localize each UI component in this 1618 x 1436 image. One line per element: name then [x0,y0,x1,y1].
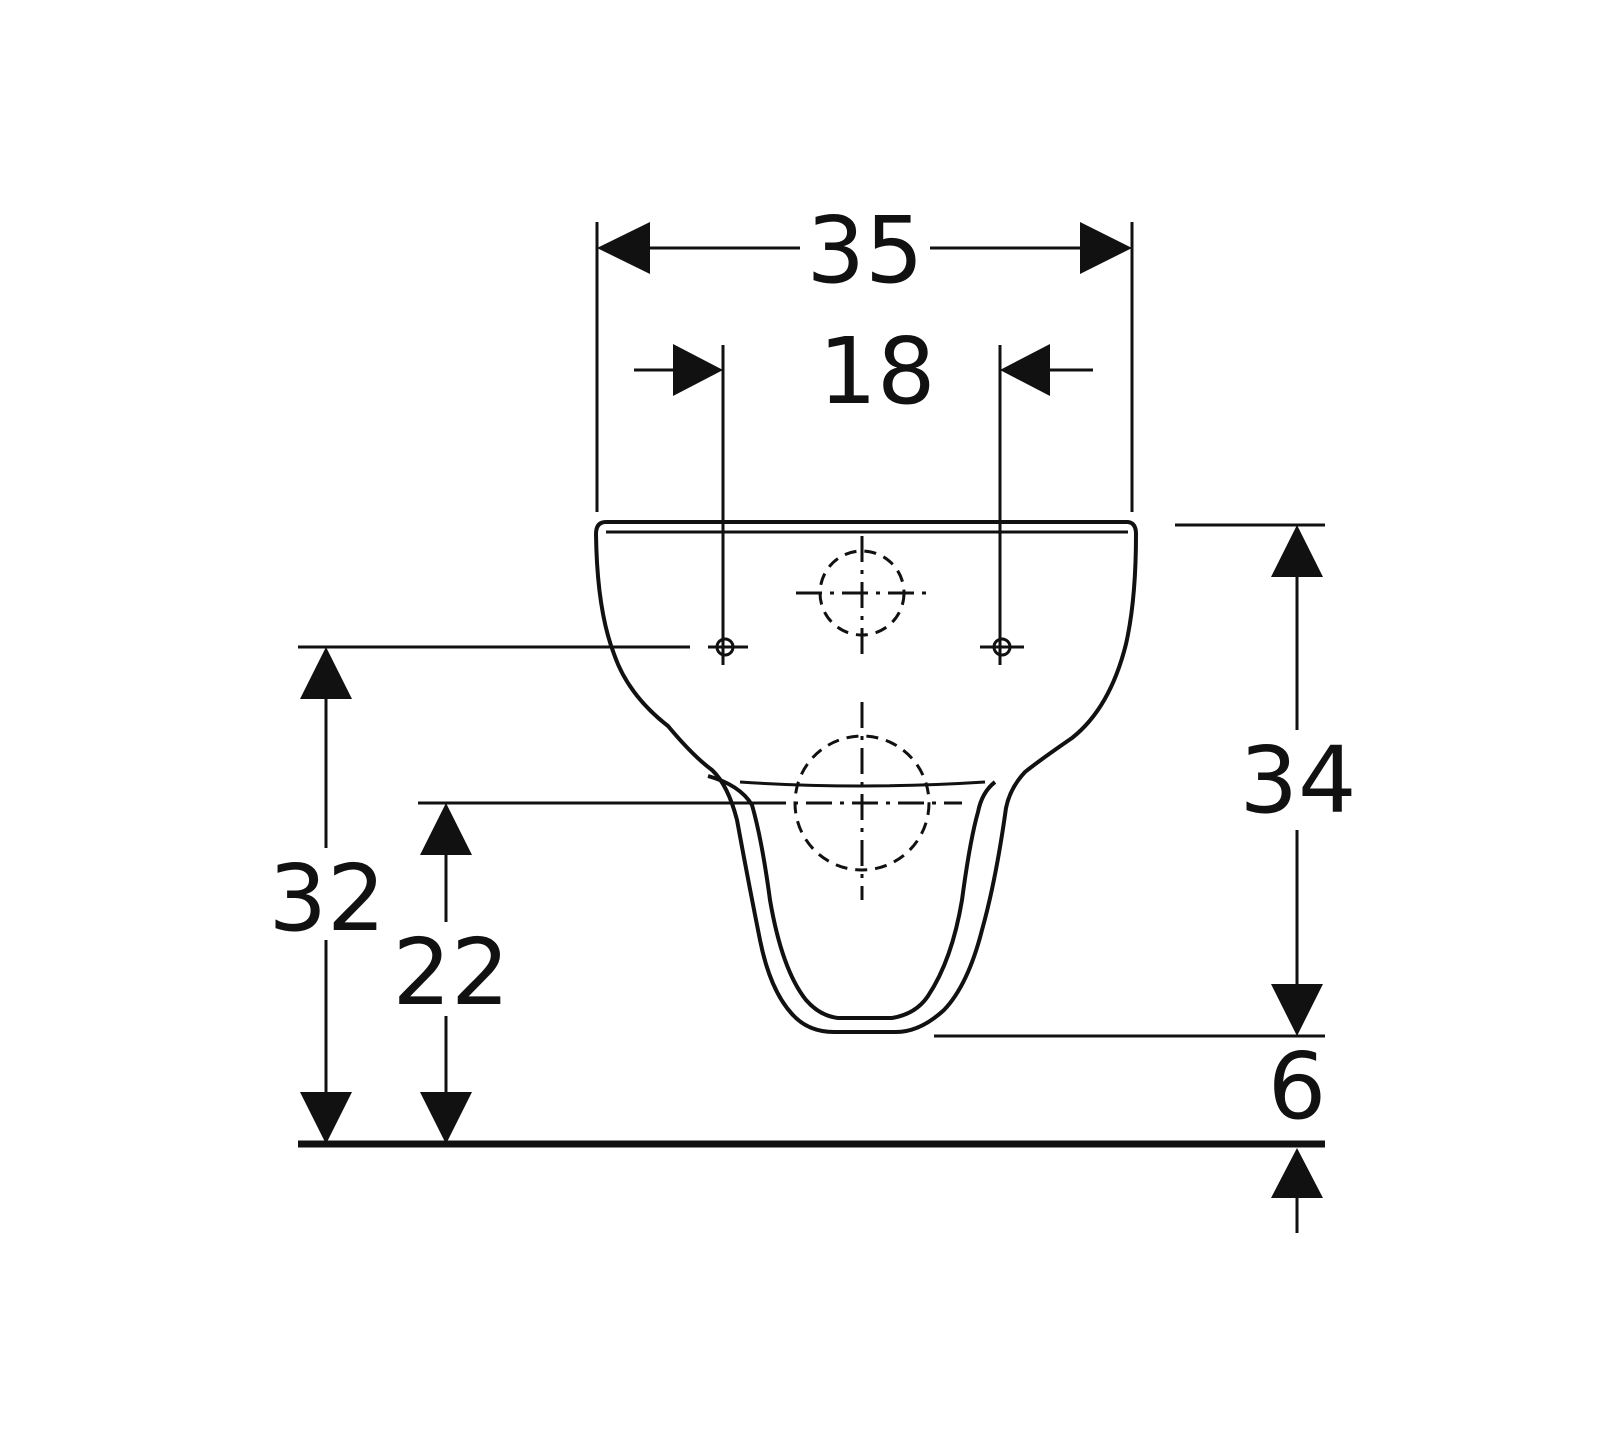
basin-outline [593,520,1139,1034]
fixing-point-left [708,637,748,657]
dimension-label-22: 22 [392,919,509,1026]
dimension-overall-width: 35 [595,197,1134,512]
dimension-fixing-height: 32 [268,647,386,1144]
waste-outlet [760,702,962,900]
dimension-label-18: 18 [818,318,935,425]
supply-opening [796,536,928,660]
dimension-label-6: 6 [1268,1033,1327,1140]
dimension-fixing-spacing: 18 [634,318,1093,665]
fixing-point-right [980,637,1024,657]
dimension-outlet-height: 22 [392,803,510,1144]
dimension-depth: 34 [1239,525,1357,1036]
dimension-floor-offset: 6 [1268,1033,1327,1233]
dimension-label-34: 34 [1239,727,1356,834]
dimension-label-32: 32 [268,845,385,952]
dimension-label-35: 35 [806,197,923,304]
